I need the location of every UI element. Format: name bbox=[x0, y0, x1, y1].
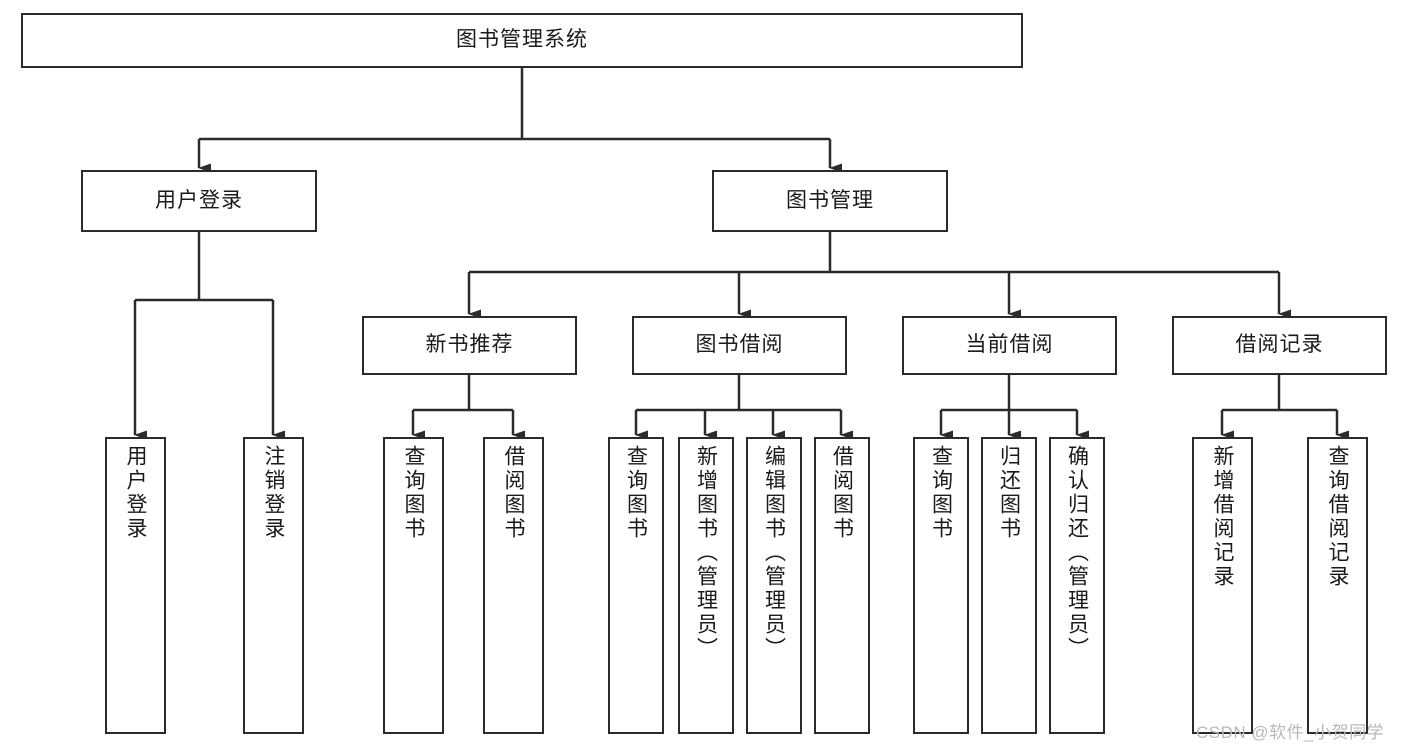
node-label: 查询图书 bbox=[929, 445, 953, 541]
node-label: 图书管理 bbox=[786, 188, 874, 212]
leaf-edit-book[interactable]: 编辑图书（管理员） bbox=[746, 437, 802, 734]
leaf-add-borrow-record[interactable]: 新增借阅记录 bbox=[1192, 437, 1253, 734]
node-root-system[interactable]: 图书管理系统 bbox=[21, 13, 1023, 68]
node-label: 查询图书 bbox=[624, 445, 648, 541]
leaf-query-borrow-record[interactable]: 查询借阅记录 bbox=[1307, 437, 1368, 734]
csdn-watermark: CSDN @软件_小贺同学 bbox=[1196, 723, 1385, 742]
node-new-book-recommend[interactable]: 新书推荐 bbox=[362, 316, 577, 375]
leaf-query-book-recommend[interactable]: 查询图书 bbox=[383, 437, 444, 734]
node-label: 借阅图书 bbox=[830, 445, 854, 541]
leaf-confirm-return[interactable]: 确认归还（管理员） bbox=[1049, 437, 1105, 734]
leaf-return-book[interactable]: 归还图书 bbox=[981, 437, 1037, 734]
node-borrow-record[interactable]: 借阅记录 bbox=[1172, 316, 1387, 375]
leaf-query-book-current[interactable]: 查询图书 bbox=[913, 437, 969, 734]
node-book-borrow[interactable]: 图书借阅 bbox=[632, 316, 847, 375]
leaf-add-book[interactable]: 新增图书（管理员） bbox=[678, 437, 734, 734]
node-label: 图书管理系统 bbox=[456, 28, 588, 52]
node-label: 用户登录 bbox=[124, 445, 147, 541]
node-book-manage[interactable]: 图书管理 bbox=[712, 170, 948, 232]
leaf-logout[interactable]: 注销登录 bbox=[243, 437, 304, 734]
node-label: 借阅图书 bbox=[502, 445, 525, 541]
node-label: 当前借阅 bbox=[965, 333, 1054, 357]
node-label: 归还图书 bbox=[997, 445, 1021, 541]
node-label: 查询借阅记录 bbox=[1326, 445, 1349, 589]
leaf-borrow-book-recommend[interactable]: 借阅图书 bbox=[483, 437, 544, 734]
node-label: 新增图书（管理员） bbox=[694, 445, 718, 661]
leaf-borrow-book[interactable]: 借阅图书 bbox=[814, 437, 870, 734]
node-label: 注销登录 bbox=[262, 445, 285, 541]
leaf-user-login[interactable]: 用户登录 bbox=[105, 437, 166, 734]
node-label: 图书借阅 bbox=[695, 333, 784, 357]
node-label: 新书推荐 bbox=[425, 333, 514, 357]
leaf-query-book-borrow[interactable]: 查询图书 bbox=[608, 437, 664, 734]
node-label: 借阅记录 bbox=[1235, 333, 1324, 357]
node-label: 确认归还（管理员） bbox=[1065, 445, 1089, 661]
node-current-borrow[interactable]: 当前借阅 bbox=[902, 316, 1117, 375]
node-user-login[interactable]: 用户登录 bbox=[81, 170, 317, 232]
node-label: 编辑图书（管理员） bbox=[762, 445, 786, 661]
node-label: 新增借阅记录 bbox=[1211, 445, 1234, 589]
node-label: 查询图书 bbox=[402, 445, 425, 541]
node-label: 用户登录 bbox=[155, 188, 243, 212]
